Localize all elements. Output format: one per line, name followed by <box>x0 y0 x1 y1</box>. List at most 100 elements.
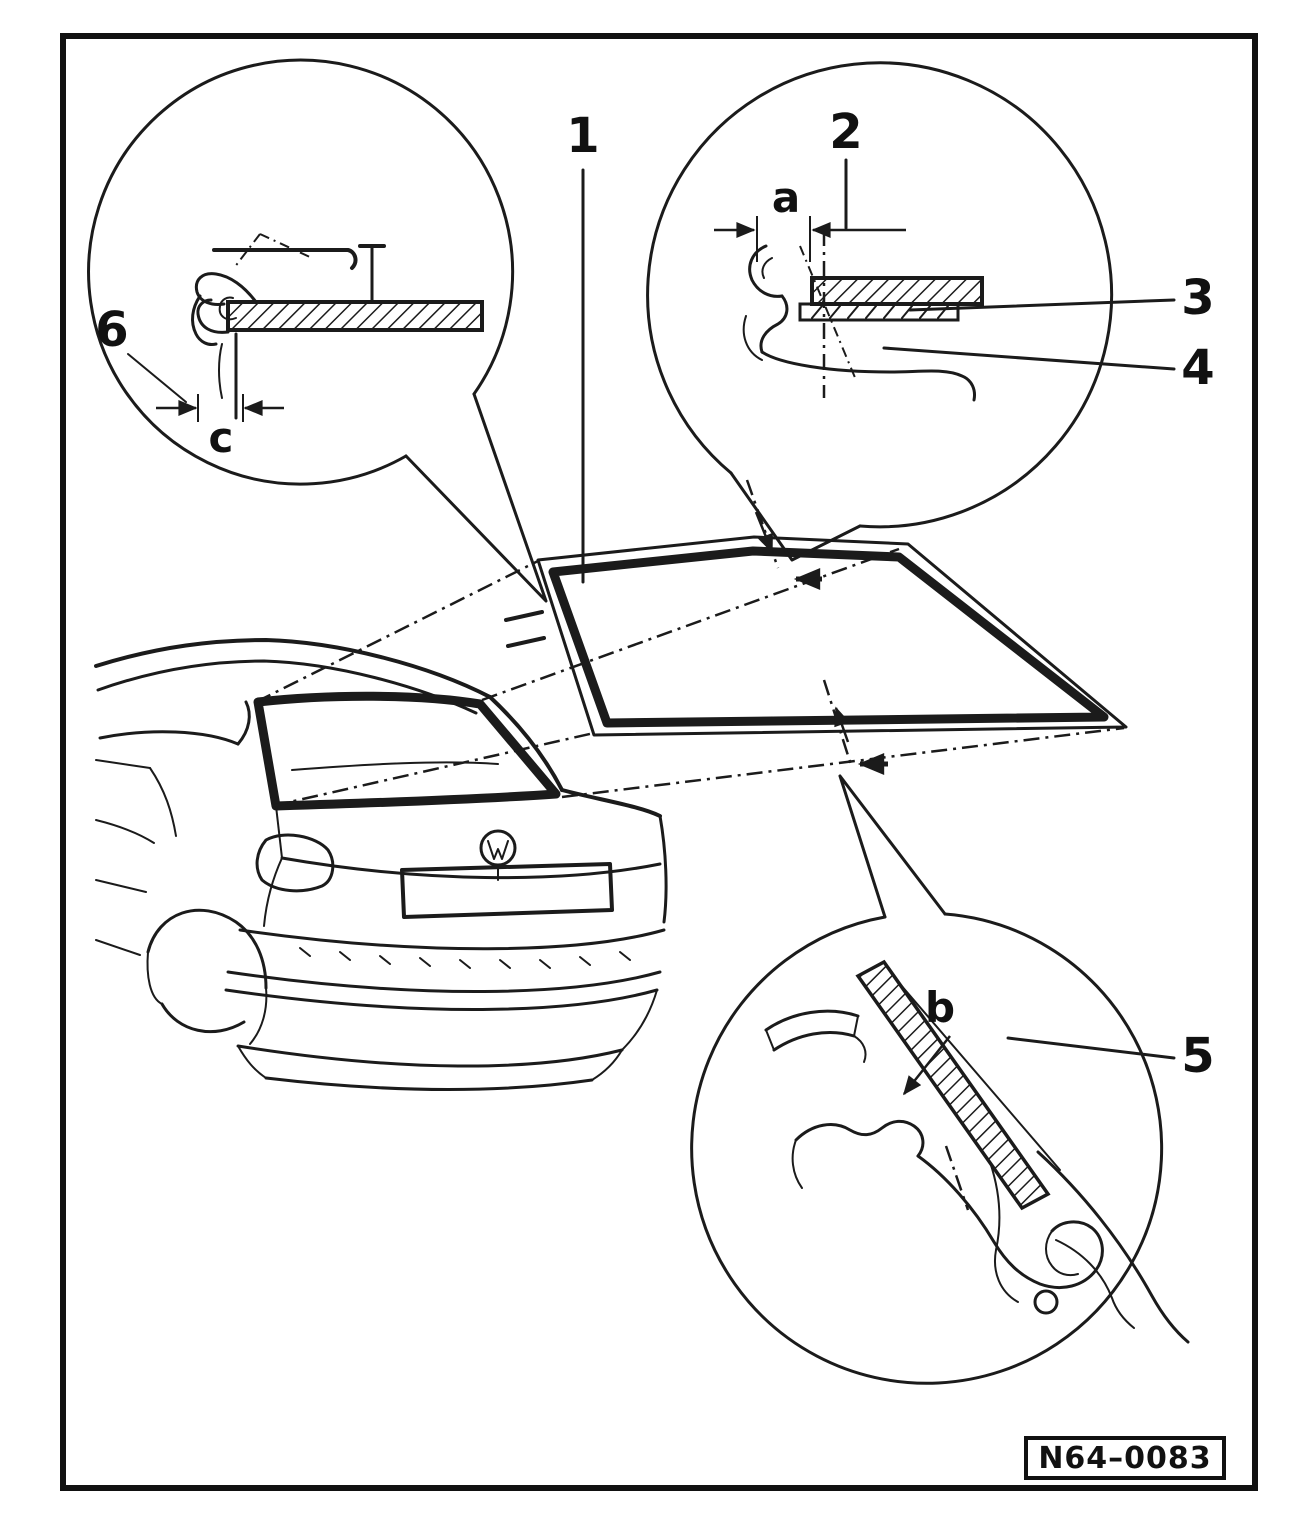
projection-lines <box>255 547 1125 808</box>
clip5-eyelet <box>1033 1289 1059 1315</box>
car-trunk-left-edge <box>275 805 283 859</box>
projection-line-top-left <box>255 559 539 704</box>
clip-ghost-line-2 <box>233 233 261 269</box>
balloon-pointer-top-left <box>404 392 548 603</box>
rear-glass-panel <box>504 479 1128 775</box>
callout-1: 1 <box>566 108 600 584</box>
car-roof-drip-rail <box>96 659 478 715</box>
clip5-inner-lip <box>1055 1239 1135 1329</box>
callout-3-leader <box>908 298 1176 312</box>
clip-hook-upper <box>194 272 258 306</box>
car-bottom-left-corner <box>237 1045 267 1079</box>
car-bumper-right-lower <box>621 989 658 1051</box>
car-wheel-arch <box>146 908 268 990</box>
callout-1-label: 1 <box>566 108 599 164</box>
flange-bracket-end-left <box>765 1029 775 1051</box>
balloon-circle-top-right <box>646 61 1114 529</box>
flange-bracket-end-right <box>853 1015 859 1037</box>
flange-bracket-inner <box>772 1030 856 1052</box>
detail-balloon-bottom-right: b 5 <box>690 774 1215 1385</box>
callout-4-leader <box>882 346 1176 371</box>
car-door-edge <box>149 767 177 837</box>
projection-line-bottom-right <box>561 726 1125 799</box>
detail-balloon-top-right: a 2 3 4 <box>646 61 1215 562</box>
drawing-number-frame <box>1024 1436 1226 1480</box>
callout-6-leader <box>127 353 187 403</box>
clip5-wavy-top <box>794 1119 925 1158</box>
car-bottom-edge <box>264 1076 594 1091</box>
projection-line-bottom-left <box>271 731 595 808</box>
clip5-body <box>916 1154 1104 1289</box>
car-c-pillar <box>236 700 251 746</box>
balloon-circle-bottom-right <box>690 912 1164 1385</box>
car-bumper-texture <box>299 947 631 969</box>
car-rear-right-corner <box>658 814 668 924</box>
clip-section-diagonal-cl <box>799 245 857 381</box>
clip-ghost-line-1 <box>259 233 313 259</box>
clip-outer-leg <box>191 294 218 346</box>
left-clip-tick-2 <box>506 636 546 648</box>
balloon-circle-top-left <box>87 58 515 486</box>
left-clip-tick-1 <box>504 610 544 622</box>
clip5-loop <box>1045 1230 1079 1277</box>
car-taillight <box>255 833 335 893</box>
car-illustration <box>94 638 668 1091</box>
seal-strip-hatch <box>811 305 949 319</box>
top-clip-arrow <box>754 511 774 554</box>
callout-2-label: 2 <box>829 104 862 160</box>
bottom-clip-arrow <box>834 706 850 743</box>
glass-edge-section <box>810 276 984 306</box>
clip-hook-lower <box>196 298 230 334</box>
seal-strip-section <box>798 302 960 322</box>
clip5-left-tail <box>791 1139 803 1189</box>
clip-inner-curl <box>218 296 237 321</box>
strip-parallel-line <box>899 983 1061 1171</box>
car-license-plate <box>400 862 614 919</box>
clip-section-small-hook <box>761 257 773 279</box>
callout-5-leader <box>1006 1036 1176 1060</box>
flange-bracket-outer <box>764 1009 860 1032</box>
clip-section-upper-hook <box>748 244 784 298</box>
car-trunk-lid-crease <box>280 856 662 880</box>
car-trunk-right-edge <box>560 788 662 818</box>
car-sill-line <box>249 987 268 1045</box>
car-bumper-mid-line <box>226 970 662 994</box>
callout-5-label: 5 <box>1181 1028 1214 1084</box>
glass-edge-strip-section <box>855 959 1051 1211</box>
glass-ceramic-seal-band <box>548 546 1109 728</box>
figure-border <box>60 33 1258 1491</box>
projection-line-top-right <box>481 547 900 702</box>
car-rear-panel-left-edge <box>263 857 283 927</box>
balloon-pointer-top-right <box>729 471 862 562</box>
flange-bracket-hook <box>853 1035 867 1063</box>
dim-a-label: a <box>772 173 800 222</box>
car-bottom-right-corner <box>591 1049 623 1081</box>
clip5-centerline <box>944 1145 970 1211</box>
car-roof-edge <box>94 638 492 699</box>
car-side-line-4 <box>95 939 141 956</box>
car-bumper-top-line <box>238 928 666 951</box>
car-rear-window-opening <box>253 691 561 811</box>
clip-section-s-curve <box>759 294 789 354</box>
drawing-number: N64–0083 <box>1038 1441 1211 1476</box>
callout-6-label: 6 <box>95 302 128 358</box>
vw-emblem-glyph <box>487 840 509 860</box>
clip5-long-lip <box>1036 1150 1190 1344</box>
balloon-pointer-bottom-right <box>838 774 947 919</box>
car-side-line-3 <box>95 879 147 893</box>
car-side-line-2 <box>95 819 155 844</box>
dim-b-label: b <box>925 983 955 1032</box>
detail-balloon-top-left: c 6 <box>87 58 548 603</box>
car-parcel-shelf-line <box>291 761 499 771</box>
car-side-line-1 <box>95 759 151 769</box>
clip-section-lower-flange <box>760 350 976 402</box>
clip-upper-arm <box>212 248 358 270</box>
car-bumper-lower-line <box>224 988 659 1012</box>
car-wheel-left-edge <box>146 951 163 1005</box>
drawing-number-box: N64–0083 <box>1024 1436 1226 1480</box>
clip-section-outer-leg <box>742 315 763 361</box>
clip5-strand <box>989 1161 1019 1303</box>
callout-4-label: 4 <box>1181 340 1214 396</box>
